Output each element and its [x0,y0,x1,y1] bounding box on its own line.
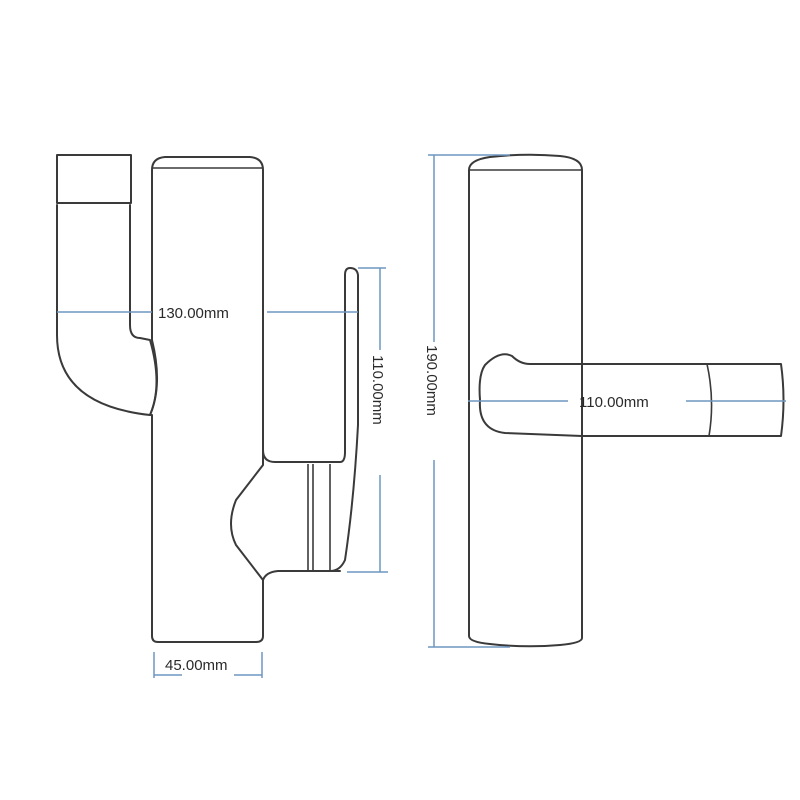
side-view [56,154,359,643]
dim-total-height: 190.00mm [423,345,440,416]
spout-pipe [56,204,158,416]
front-body [468,153,583,648]
valve-base [262,570,341,581]
dim-spout-reach: 130.00mm [158,305,229,322]
dim-body-width: 45.00mm [165,657,228,674]
front-view-dimensions: 190.00mm 110.00mm [423,154,786,648]
front-handle-extension [581,363,785,437]
dim-handle-length: 110.00mm [579,394,649,411]
faucet-body [149,156,264,643]
spout-aerator [56,154,132,204]
handle-tip-seam [706,363,713,437]
side-view-dimensions: 130.00mm 110.00mm 45.00mm [57,267,388,678]
valve-block [262,449,346,463]
front-handle [478,353,583,437]
front-view [468,153,785,648]
dim-lever-height: 110.00mm [369,355,386,425]
lever-handle [329,267,359,572]
